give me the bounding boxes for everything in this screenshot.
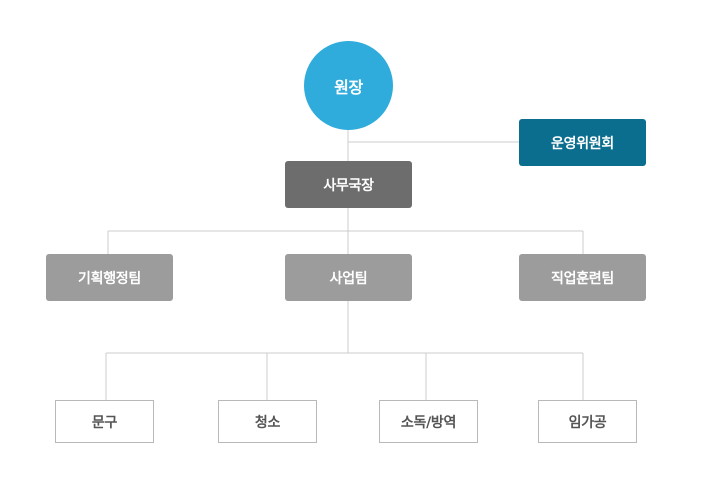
unit-node-stationery: 문구: [55, 400, 154, 443]
director-node: 원장: [304, 41, 393, 130]
team-label: 사업팀: [329, 270, 368, 287]
team-label: 직업훈련팀: [551, 270, 614, 287]
unit-label: 문구: [91, 414, 118, 431]
secretary-general-node: 사무국장: [285, 161, 412, 208]
unit-label: 소독/방역: [400, 414, 457, 431]
unit-node-disinfection: 소독/방역: [379, 400, 478, 443]
team-label: 기획행정팀: [78, 270, 141, 287]
team-node-vocational-training: 직업훈련팀: [519, 254, 646, 301]
unit-node-cleaning: 청소: [218, 400, 317, 443]
secretary-general-label: 사무국장: [323, 177, 374, 194]
committee-label: 운영위원회: [551, 135, 614, 152]
unit-label: 청소: [254, 414, 281, 431]
unit-node-assembly: 임가공: [538, 400, 637, 443]
director-label: 원장: [334, 77, 363, 97]
team-node-business: 사업팀: [285, 254, 412, 301]
committee-node: 운영위원회: [519, 119, 646, 166]
team-node-planning-admin: 기획행정팀: [46, 254, 173, 301]
unit-label: 임가공: [568, 414, 607, 431]
